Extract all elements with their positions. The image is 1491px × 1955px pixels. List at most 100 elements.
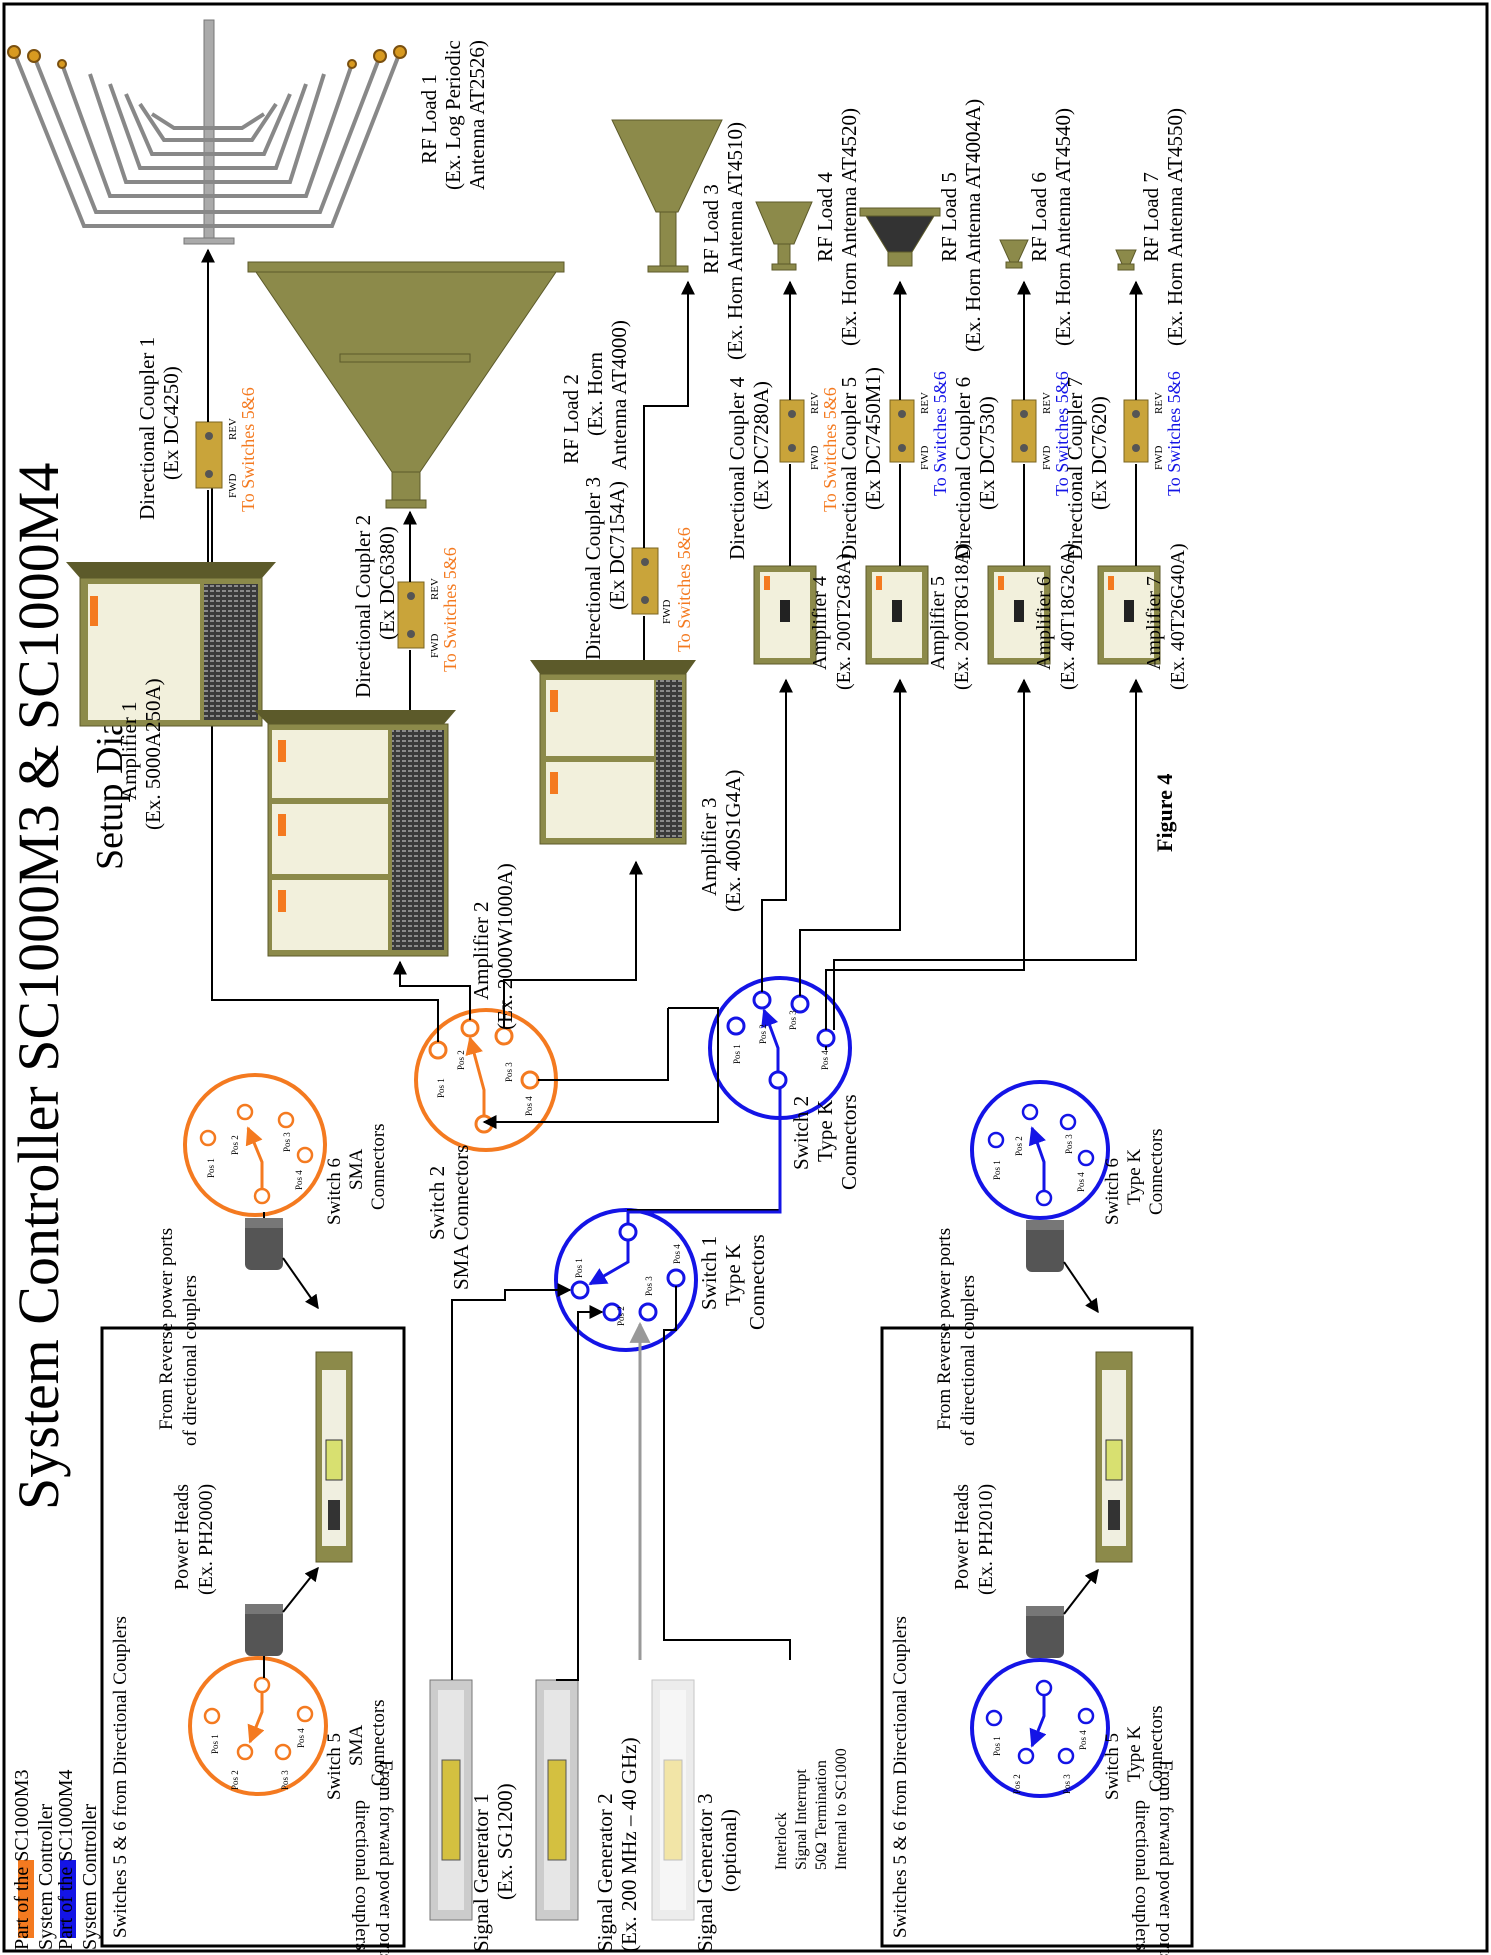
coupler-5-rev: REV — [919, 392, 931, 414]
svg-text:Pos 1: Pos 1 — [992, 1160, 1002, 1180]
svg-text:Pos 2: Pos 2 — [230, 1770, 240, 1790]
panel-sma-from-forward-2: directional couplers — [351, 1800, 372, 1950]
rf-load-6-label-2: (Ex. Horn Antenna AT4540) — [1051, 108, 1075, 346]
amplifier-7-label-1: Amplifier 7 — [1143, 576, 1165, 670]
switch-6-sma[interactable]: Pos 1 Pos 2 Pos 3 Pos 4 — [183, 1073, 327, 1217]
amplifier-5 — [865, 565, 929, 665]
coupler-1-label-1: Directional Coupler 1 — [135, 337, 159, 520]
coupler-7-fwd: FWD — [1153, 446, 1165, 471]
amplifier-1-label-1: Amplifier 1 — [117, 701, 141, 800]
svg-text:Pos 4: Pos 4 — [296, 1728, 306, 1748]
coupler-6-fwd: FWD — [1041, 446, 1053, 471]
rf-load-1-log-periodic-antenna — [7, 19, 407, 245]
amplifier-7-label-2: (Ex. 40T26G40A) — [1167, 543, 1189, 690]
coupler-1-fwd: FWD — [227, 474, 239, 499]
rf-load-1-label-3: Antenna AT2526) — [465, 40, 489, 190]
svg-text:Pos 2: Pos 2 — [758, 1024, 768, 1044]
svg-text:Pos 4: Pos 4 — [1076, 1172, 1086, 1192]
panel-sma-frame — [100, 1326, 406, 1948]
coupler-5-label-2: (Ex DC7450M1) — [861, 367, 885, 510]
svg-text:Pos 4: Pos 4 — [672, 1244, 682, 1264]
amplifier-1 — [66, 562, 276, 727]
coupler-2-label-1: Directional Coupler 2 — [351, 515, 375, 698]
directional-coupler-2 — [397, 581, 425, 649]
coupler-3-label-2: (Ex DC7154A) — [605, 481, 629, 610]
svg-text:Pos 3: Pos 3 — [504, 1062, 514, 1082]
coupler-3-label-1: Directional Coupler 3 — [581, 477, 605, 660]
signal-generator-1 — [429, 1679, 473, 1921]
rf-load-7-horn-antenna — [1115, 249, 1137, 271]
interlock-label-1: Interlock — [773, 1812, 790, 1870]
power-meter-right — [1095, 1351, 1133, 1563]
rf-load-1-label-1: RF Load 1 — [417, 74, 441, 164]
coupler-1-rev: REV — [227, 418, 239, 440]
rf-load-7-label-2: (Ex. Horn Antenna AT4550) — [1163, 108, 1187, 346]
rf-load-2-label-3: Antenna AT4000) — [607, 320, 631, 470]
svg-text:Pos 4: Pos 4 — [524, 1096, 534, 1116]
switch-1-to-switch-2k-wire — [626, 1088, 782, 1224]
amplifier-3-label-2: (Ex. 400S1G4A) — [721, 770, 745, 912]
signal-generator-3-label-1: Signal Generator 3 — [693, 1793, 717, 1952]
svg-text:Pos 3: Pos 3 — [644, 1276, 654, 1296]
signal-generator-1-label-1: Signal Generator 1 — [469, 1793, 493, 1952]
switch-5-k-label-3: Connectors — [1146, 1705, 1167, 1792]
switch-5-sma-label-1: Switch 5 — [324, 1733, 345, 1800]
directional-coupler-1 — [195, 421, 223, 489]
switch-5-k-label-2: Type K — [1124, 1726, 1145, 1782]
svg-text:Pos 1: Pos 1 — [992, 1736, 1002, 1756]
svg-text:Pos 1: Pos 1 — [574, 1258, 584, 1278]
rf-load-3-label-2: (Ex. Horn Antenna AT4510) — [723, 122, 747, 360]
panel-k-title: Switches 5 & 6 from Directional Couplers — [890, 1616, 911, 1938]
switch-5-k-label-1: Switch 5 — [1102, 1733, 1123, 1800]
legend-swatch-m4 — [60, 1860, 76, 1938]
coupler-5-label-1: Directional Coupler 5 — [837, 377, 861, 560]
switch-2-k-label-3: Connectors — [837, 1094, 861, 1190]
switch-6-k-label-1: Switch 6 — [1102, 1158, 1123, 1225]
svg-text:Pos 3: Pos 3 — [280, 1770, 290, 1790]
switch-1-label-3: Connectors — [745, 1234, 769, 1330]
signal-generator-3-label-2: (optional) — [717, 1809, 741, 1892]
switch-5-sma[interactable]: Pos 1 Pos 2 Pos 3 Pos 4 — [188, 1656, 328, 1796]
switch-5-k[interactable]: Pos 1 Pos 2 Pos 3 Pos 4 — [970, 1658, 1110, 1798]
coupler-4-label-2: (Ex DC7280A) — [749, 381, 773, 510]
interlock-label-4: Internal to SC1000 — [833, 1748, 850, 1870]
switch-2-k-label-1: Switch 2 — [789, 1096, 813, 1170]
panel-k-from-reverse-2: of directional couplers — [958, 1275, 979, 1446]
amplifier-5-label-1: Amplifier 5 — [927, 576, 949, 670]
amplifier-2 — [254, 710, 456, 957]
svg-text:Pos 2: Pos 2 — [1012, 1774, 1022, 1794]
amplifier-7 — [1097, 565, 1161, 665]
switch-6-sma-label-3: Connectors — [368, 1123, 389, 1210]
panel-k-from-reverse-1: From Reverse power ports — [934, 1228, 955, 1430]
switch-6-sma-label-1: Switch 6 — [324, 1158, 345, 1225]
power-head-bottom — [245, 1604, 283, 1656]
rf-load-6-label-1: RF Load 6 — [1027, 172, 1051, 262]
power-meter-left — [315, 1351, 353, 1563]
svg-text:Pos 1: Pos 1 — [210, 1734, 220, 1754]
svg-text:Pos 3: Pos 3 — [282, 1132, 292, 1152]
svg-text:Pos 2: Pos 2 — [230, 1135, 240, 1155]
coupler-7-label-1: Directional Coupler 7 — [1063, 377, 1087, 560]
legend-swatch-m3 — [18, 1860, 34, 1938]
switch-2-k-label-2: Type K — [813, 1100, 837, 1162]
coupler-2-fwd: FWD — [429, 634, 441, 659]
svg-text:Pos 1: Pos 1 — [436, 1078, 446, 1098]
panel-sma-from-reverse-2: of directional couplers — [180, 1275, 201, 1446]
interlock-label-3: 50Ω Termination — [813, 1760, 830, 1870]
coupler-6-to-switches: To Switches 5&6 — [1052, 371, 1072, 496]
svg-text:Pos 1: Pos 1 — [732, 1044, 742, 1064]
coupler-6-rev: REV — [1041, 392, 1053, 414]
switch-2-sma[interactable]: Pos 1 Pos 2 Pos 3 Pos 4 — [414, 1008, 558, 1152]
wiring — [205, 438, 1143, 1681]
switch-6-k-label-2: Type K — [1124, 1149, 1145, 1205]
svg-text:Pos 4: Pos 4 — [1078, 1730, 1088, 1750]
amplifier-4-label-2: (Ex. 200T2G8A) — [833, 553, 855, 690]
coupler-4-to-switches: To Switches 5&6 — [820, 387, 840, 512]
power-head-right-top — [1026, 1220, 1064, 1272]
power-heads-left-label-1: Power Heads — [171, 1484, 193, 1590]
switch-6-k[interactable]: Pos 1 Pos 2 Pos 3 Pos 4 — [970, 1080, 1110, 1220]
switch-5-sma-label-2: SMA — [346, 1725, 367, 1766]
power-heads-right-label-2: (Ex. PH2010) — [975, 1484, 997, 1595]
coupler-5-to-switches: To Switches 5&6 — [930, 371, 950, 496]
